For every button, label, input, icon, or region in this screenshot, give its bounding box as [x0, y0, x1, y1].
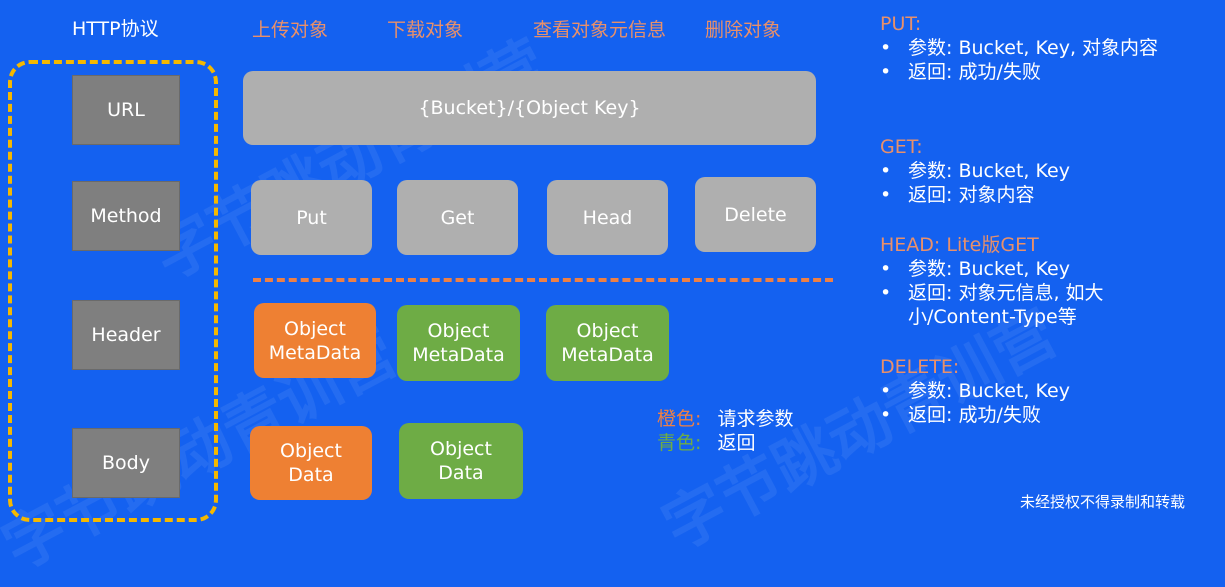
sidebar-get-params: 参数: Bucket, Key	[880, 159, 1200, 183]
data-response-block: Object Data	[399, 423, 523, 499]
url-path-block: {Bucket}/{Object Key}	[243, 71, 816, 145]
field-url: URL	[72, 75, 180, 145]
sidebar-put-params: 参数: Bucket, Key, 对象内容	[880, 36, 1200, 60]
operation-delete: 删除对象	[705, 19, 782, 41]
sidebar-delete-return: 返回: 成功/失败	[880, 403, 1200, 427]
sidebar-delete: DELETE: 参数: Bucket, Key 返回: 成功/失败	[880, 355, 1200, 427]
sidebar-delete-params: 参数: Bucket, Key	[880, 379, 1200, 403]
field-method: Method	[72, 181, 180, 251]
http-components-group	[8, 60, 218, 522]
legend-green: 青色: 返回	[657, 428, 755, 455]
section-divider	[253, 278, 833, 282]
method-get: Get	[397, 180, 518, 255]
sidebar-get-return: 返回: 对象内容	[880, 183, 1200, 207]
sidebar-get-head: GET:	[880, 136, 923, 158]
legend-orange-key: 橙色:	[657, 408, 702, 430]
sidebar-head-head: HEAD: Lite版GET	[880, 234, 1039, 256]
metadata-response-block: Object MetaData	[546, 305, 669, 381]
field-body: Body	[72, 428, 180, 498]
sidebar-get: GET: 参数: Bucket, Key 返回: 对象内容	[880, 135, 1200, 207]
diagram-title: HTTP协议	[72, 18, 159, 40]
copyright-watermark: 未经授权不得录制和转载	[1019, 493, 1185, 511]
method-delete: Delete	[695, 177, 816, 252]
legend-orange-value: 请求参数	[717, 408, 794, 430]
metadata-request-block: Object MetaData	[254, 303, 376, 378]
legend-green-key: 青色:	[657, 432, 702, 454]
data-request-block: Object Data	[250, 426, 372, 500]
operation-download: 下载对象	[387, 19, 464, 41]
sidebar-put-head: PUT:	[880, 13, 922, 35]
sidebar-head: HEAD: Lite版GET 参数: Bucket, Key 返回: 对象元信息…	[880, 233, 1200, 329]
method-head: Head	[547, 180, 668, 255]
sidebar-put: PUT: 参数: Bucket, Key, 对象内容 返回: 成功/失败	[880, 12, 1200, 84]
field-header: Header	[72, 300, 180, 370]
legend-orange: 橙色: 请求参数	[657, 404, 793, 431]
sidebar-delete-head: DELETE:	[880, 356, 960, 378]
operation-view-metadata: 查看对象元信息	[533, 19, 667, 41]
sidebar-head-return: 返回: 对象元信息, 如大小/Content-Type等	[880, 281, 1200, 329]
metadata-response-block: Object MetaData	[397, 305, 520, 381]
legend-green-value: 返回	[717, 432, 756, 454]
sidebar-head-params: 参数: Bucket, Key	[880, 257, 1200, 281]
sidebar-put-return: 返回: 成功/失败	[880, 60, 1200, 84]
operation-upload: 上传对象	[252, 19, 329, 41]
method-put: Put	[251, 180, 372, 255]
